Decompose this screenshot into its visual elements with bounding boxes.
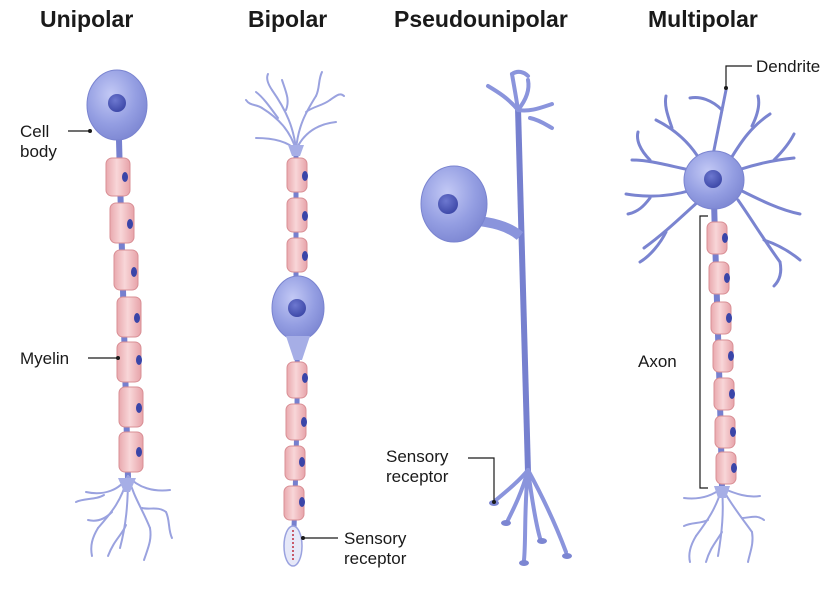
- multipolar-axon-terminals: [683, 487, 765, 563]
- label-axon: Axon: [638, 352, 677, 371]
- pseudounipolar-nucleus: [438, 194, 458, 214]
- title-pseudounipolar: Pseudounipolar: [394, 6, 568, 32]
- leader-axon-bracket: [699, 215, 708, 489]
- bipolar-myelin-lower: [283, 361, 308, 521]
- bipolar-nucleus: [288, 299, 306, 317]
- label-sensory-receptor-bipolar: Sensory receptor: [344, 529, 407, 568]
- pseudounipolar-peripheral-terminals: [494, 468, 568, 562]
- label-sensory-receptor-pseudo: Sensory receptor: [386, 447, 449, 486]
- title-unipolar: Unipolar: [40, 6, 134, 32]
- bipolar-myelin-upper: [286, 157, 308, 273]
- pseudounipolar-central-branches: [486, 69, 554, 130]
- leader-dendrite: [725, 65, 752, 88]
- unipolar-nucleus: [108, 94, 126, 112]
- label-dendrite: Dendrite: [756, 57, 821, 76]
- pseudounipolar-neuron: [420, 69, 572, 566]
- pseudounipolar-axon: [515, 107, 531, 473]
- title-multipolar: Multipolar: [648, 6, 758, 32]
- label-cell-body: Cell body: [20, 122, 57, 161]
- multipolar-nucleus: [704, 170, 722, 188]
- label-myelin: Myelin: [20, 349, 70, 368]
- bipolar-sensory-receptor: [283, 525, 303, 567]
- multipolar-neuron: [624, 88, 802, 563]
- leader-sensory-receptor-pseudo: [468, 457, 495, 502]
- bipolar-dendrites: [245, 71, 345, 151]
- unipolar-myelin-sheath: [105, 157, 144, 473]
- unipolar-neuron: [75, 69, 173, 561]
- title-bipolar: Bipolar: [248, 6, 328, 32]
- leader-lines: [68, 65, 752, 539]
- bipolar-neuron: [245, 71, 345, 567]
- multipolar-myelin-sheath: [706, 221, 737, 485]
- multipolar-dendrites: [624, 88, 802, 288]
